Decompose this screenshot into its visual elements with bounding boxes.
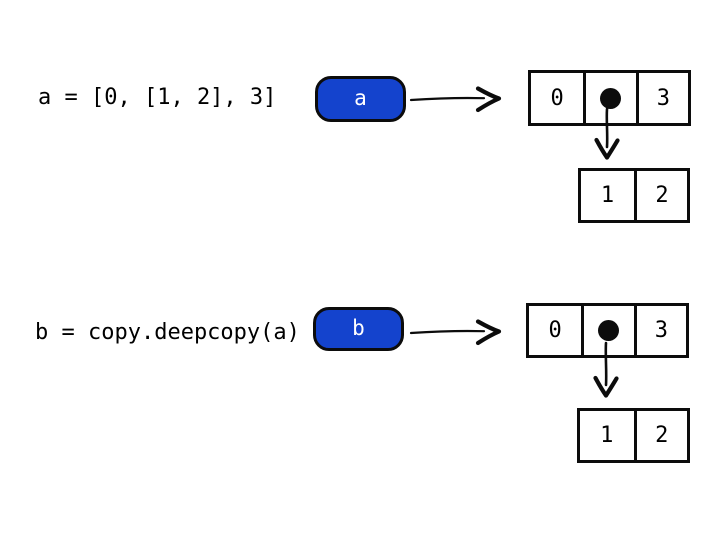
pointer-dot-icon [598,320,620,341]
variable-label-b: b [352,315,365,340]
arrow-right-icon [409,86,502,113]
code-statement-a: a = [0, [1, 2], 3] [38,85,277,110]
list-cell-pointer [581,306,633,355]
sublist-cell: 2 [633,411,688,460]
code-statement-b: b = copy.deepcopy(a) [35,320,300,345]
list-cell: 0 [548,318,562,343]
sublist-box-b: 1 2 [577,408,690,463]
arrow-down-icon [593,341,619,398]
arrow-down-icon [594,107,620,160]
list-cell: 3 [633,306,686,355]
list-cell: 3 [635,73,688,123]
sublist-cell: 2 [634,171,687,220]
list-box-a: 0 3 [528,70,691,126]
sublist-box-a: 1 2 [578,168,690,223]
list-cell: 0 [550,85,564,111]
variable-box-a: a [315,76,406,122]
variable-label-a: a [354,85,367,110]
list-box-b: 0 3 [526,303,689,358]
arrow-right-icon [409,319,502,346]
sublist-cell: 1 [600,423,614,448]
list-cell-pointer [583,73,635,123]
variable-box-b: b [313,307,404,351]
pointer-dot-icon [600,87,622,109]
sublist-cell: 1 [600,183,615,208]
